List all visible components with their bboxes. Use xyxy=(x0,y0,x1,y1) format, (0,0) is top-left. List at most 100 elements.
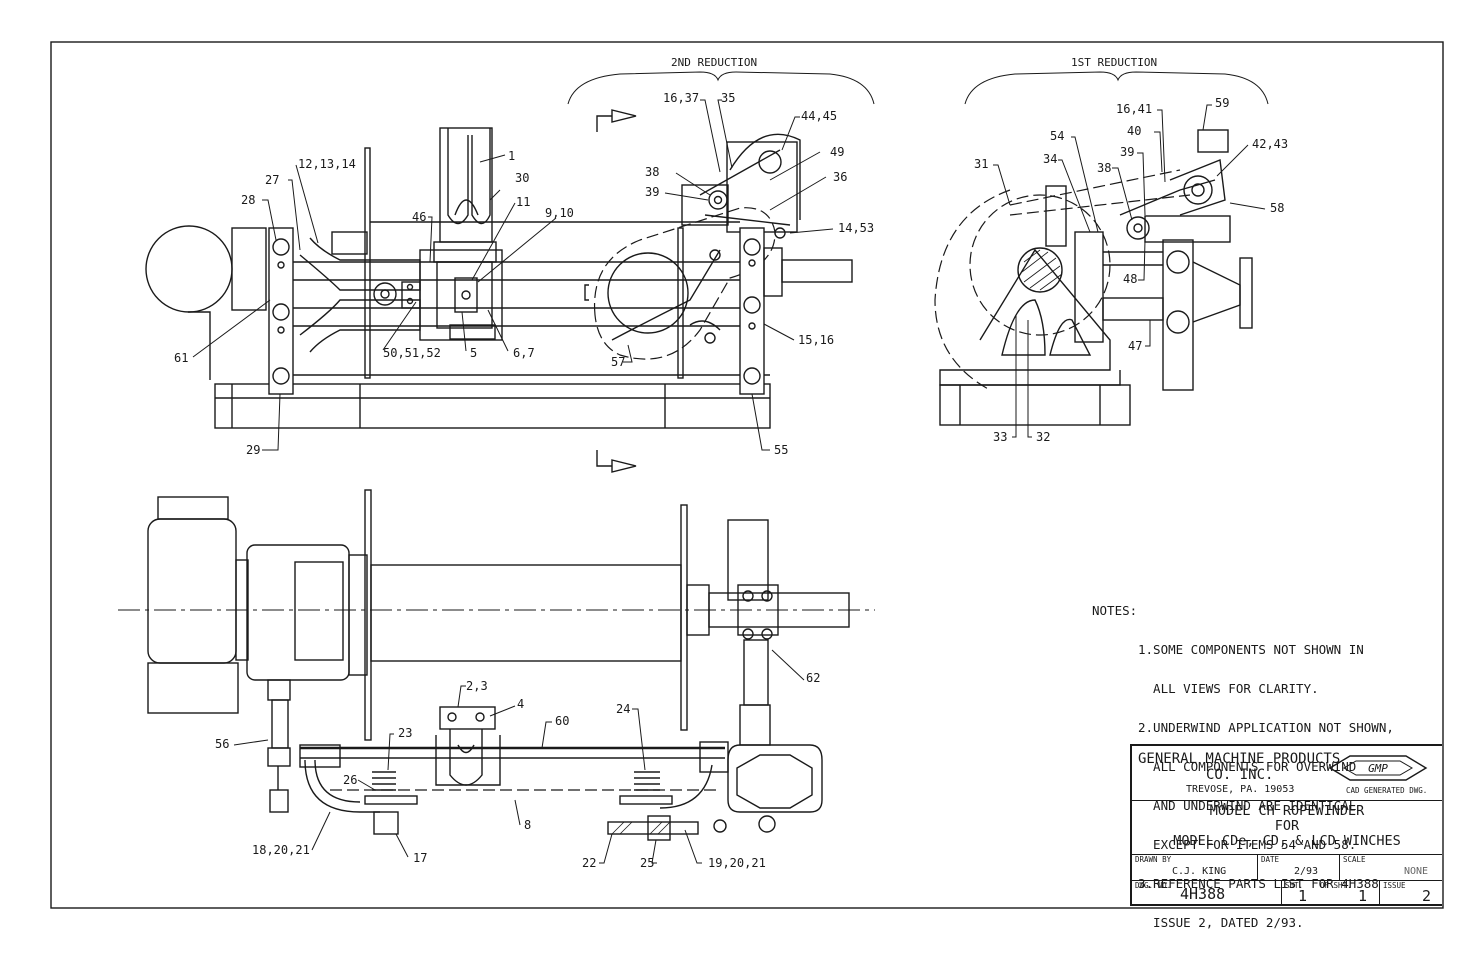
callout-label: 57 xyxy=(611,355,625,369)
sheet-label: SHT. xyxy=(1285,881,1304,890)
title-block-row-number: DWG. NO. 4H388 SHT. 1 OF SHT. 1 ISSUE 2 xyxy=(1132,880,1442,906)
callout-label: 18,20,21 xyxy=(252,843,310,857)
top-left-view xyxy=(145,71,875,473)
callout-label: 15,16 xyxy=(798,333,834,347)
callout-label: 5 xyxy=(470,346,477,360)
scale-value: NONE xyxy=(1404,866,1429,877)
cad-note: CAD GENERATED DWG. xyxy=(1346,786,1428,795)
sheet-value: 1 xyxy=(1298,887,1308,905)
scale-cell: SCALE NONE xyxy=(1340,854,1442,880)
callout-label: 30 xyxy=(515,171,529,185)
drawing-title-line3: MODEL CDe, CD, & LCD WINCHES xyxy=(1173,833,1401,849)
callout-label: 1 xyxy=(508,149,515,163)
callout-label: 38 xyxy=(1097,161,1111,175)
bottom-view xyxy=(118,489,875,841)
callout-label: 24 xyxy=(616,702,630,716)
callout-label: 59 xyxy=(1215,96,1229,110)
callout-label: 8 xyxy=(524,818,531,832)
notes-heading: NOTES: xyxy=(1092,603,1138,618)
callout-label: 47 xyxy=(1128,339,1142,353)
callout-label: 34 xyxy=(1043,152,1057,166)
drawing-title: MODEL CH ROPEWINDER xyxy=(1209,803,1365,819)
issue-label: ISSUE xyxy=(1383,881,1406,890)
callout-label: 25 xyxy=(640,856,654,870)
drawn-by-value: C.J. KING xyxy=(1172,866,1227,877)
date-label: DATE xyxy=(1261,855,1280,864)
first-reduction-title: 1ST REDUCTION xyxy=(1071,56,1157,69)
callout-label: 11 xyxy=(516,195,530,209)
scale-label: SCALE xyxy=(1343,855,1366,864)
note-line: AND UNDERWIND ARE IDENTICAL xyxy=(1138,798,1357,813)
callout-label: 14,53 xyxy=(838,221,874,235)
callout-label: 23 xyxy=(398,726,412,740)
callout-label: 32 xyxy=(1036,430,1050,444)
note-line: ISSUE 2, DATED 2/93. xyxy=(1138,915,1304,930)
callout-label: 4 xyxy=(517,697,524,711)
callout-label: 31 xyxy=(974,157,988,171)
callout-label: 56 xyxy=(215,737,229,751)
callout-label: 48 xyxy=(1123,272,1137,286)
callout-label: 26 xyxy=(343,773,357,787)
gmp-logo-icon: GMP xyxy=(1328,755,1428,781)
dwg-no-label: DWG. NO. xyxy=(1135,881,1172,890)
callout-label: 28 xyxy=(241,193,255,207)
callout-label: 27 xyxy=(265,173,279,187)
callout-label: 33 xyxy=(993,430,1007,444)
callout-label: 12,13,14 xyxy=(298,157,356,171)
callout-label: 49 xyxy=(830,145,844,159)
note-line: ALL VIEWS FOR CLARITY. xyxy=(1138,681,1319,696)
second-reduction-title: 2ND REDUCTION xyxy=(671,56,757,69)
callout-label: 6,7 xyxy=(513,346,535,360)
callout-label: 16,41 xyxy=(1116,102,1152,116)
dwg-no-value: 4H388 xyxy=(1180,885,1226,903)
callout-label: 35 xyxy=(721,91,735,105)
callout-label: 40 xyxy=(1127,124,1141,138)
callout-label: 17 xyxy=(413,851,427,865)
issue-cell: ISSUE 2 xyxy=(1380,880,1442,906)
title-block: GENERAL MACHINE PRODUCTS CO. INC. TREVOS… xyxy=(1130,744,1442,906)
date-cell: DATE 2/93 xyxy=(1258,854,1340,880)
note-line: 1.SOME COMPONENTS NOT SHOWN IN xyxy=(1138,642,1364,657)
title-block-company: GENERAL MACHINE PRODUCTS CO. INC. TREVOS… xyxy=(1132,746,1442,801)
callout-labels: 27 28 12,13,14 46 1 30 11 9,10 16,37 35 … xyxy=(174,91,1288,870)
callout-label: 42,43 xyxy=(1252,137,1288,151)
note-line: ALL COMPONENTS FOR OVERWIND xyxy=(1138,759,1357,774)
notes-block: NOTES: 1.SOME COMPONENTS NOT SHOWN IN AL… xyxy=(1092,578,1394,942)
callout-label: 62 xyxy=(806,671,820,685)
callout-label: 19,20,21 xyxy=(708,856,766,870)
callout-label: 46 xyxy=(412,210,426,224)
callout-label: 29 xyxy=(246,443,260,457)
callout-label: 9,10 xyxy=(545,206,574,220)
callout-label: 38 xyxy=(645,165,659,179)
drawing-title-line2: FOR xyxy=(1274,818,1300,834)
date-value: 2/93 xyxy=(1294,866,1319,877)
leader-lines xyxy=(192,99,1266,864)
logo-text: GMP xyxy=(1368,762,1388,775)
sheet-cell: SHT. 1 OF SHT. 1 xyxy=(1282,880,1380,906)
of-sheet-label: OF SHT. xyxy=(1320,881,1352,890)
callout-label: 39 xyxy=(645,185,659,199)
note-line: EXCEPT FOR ITEMS 54 AND 58. xyxy=(1138,837,1357,852)
company-address: TREVOSE, PA. 19053 xyxy=(1186,784,1295,795)
title-block-row-drawn: DRAWN BY C.J. KING DATE 2/93 SCALE NONE xyxy=(1132,854,1442,881)
company-name: GENERAL MACHINE PRODUCTS xyxy=(1138,751,1341,767)
callout-label: 61 xyxy=(174,351,188,365)
callout-label: 22 xyxy=(582,856,596,870)
callout-label: 55 xyxy=(774,443,788,457)
callout-label: 39 xyxy=(1120,145,1134,159)
callout-label: 60 xyxy=(555,714,569,728)
view-titles: 2ND REDUCTION 1ST REDUCTION xyxy=(671,56,1157,69)
company-name-line2: CO. INC. xyxy=(1206,767,1274,783)
callout-label: 2,3 xyxy=(466,679,488,693)
issue-value: 2 xyxy=(1422,887,1432,905)
drawing-border xyxy=(50,41,1444,909)
note-line: 2.UNDERWIND APPLICATION NOT SHOWN, xyxy=(1138,720,1394,735)
drawn-by-cell: DRAWN BY C.J. KING xyxy=(1132,854,1258,880)
callout-label: 50,51,52 xyxy=(383,346,441,360)
title-block-title: MODEL CH ROPEWINDER FOR MODEL CDe, CD, &… xyxy=(1132,800,1442,855)
top-right-view xyxy=(934,71,1269,426)
callout-label: 36 xyxy=(833,170,847,184)
dwg-no-cell: DWG. NO. 4H388 xyxy=(1132,880,1282,906)
callout-label: 58 xyxy=(1270,201,1284,215)
